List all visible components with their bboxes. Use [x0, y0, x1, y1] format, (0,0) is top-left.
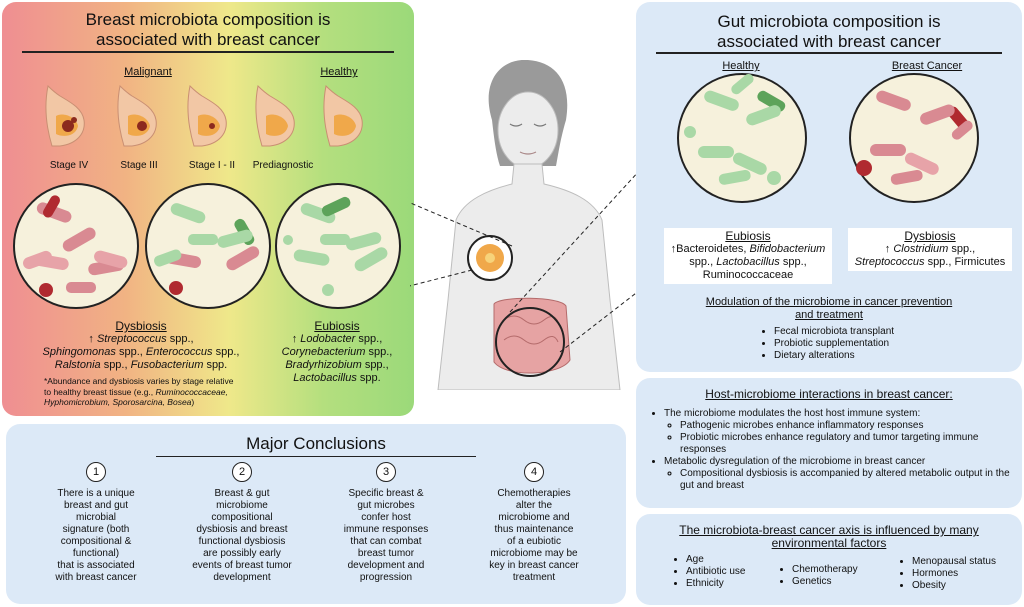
host-microbiome-panel: Host-microbiome interactions in breast c… — [636, 378, 1022, 508]
gut-bacteria-views — [677, 73, 979, 203]
gut-healthy-circle — [677, 73, 807, 203]
gut-callout — [495, 307, 565, 377]
gut-connector-lower — [559, 289, 640, 353]
breast-illustrations — [45, 84, 363, 147]
modulation-item: Dietary alterations — [774, 350, 994, 362]
intestine-icon — [493, 297, 571, 374]
stage-label-1: Stage IV — [49, 160, 89, 171]
host-subitem: Pathogenic microbes enhance inflammatory… — [680, 420, 1024, 432]
dysbiosis-circle-2 — [145, 183, 271, 309]
env-factor: Obesity — [912, 580, 1024, 592]
breast-dysbiosis-text: Dysbiosis ↑ Streptococcus spp., Sphingom… — [42, 319, 240, 372]
torso-shape — [437, 163, 621, 390]
healthy-label: Healthy — [320, 66, 358, 78]
head-shape — [497, 91, 559, 169]
env-factor: Chemotherapy — [792, 564, 902, 576]
gut-microbiota-panel: Gut microbiota composition is associated… — [636, 2, 1022, 372]
env-panel-title: The microbiota-breast cancer axis is inf… — [679, 523, 979, 550]
human-body-illustration — [410, 60, 640, 390]
host-item-metabolic: Metabolic dysregulation of the microbiom… — [664, 456, 1024, 492]
breast-stage1-2-icon — [187, 84, 227, 147]
env-factor: Age — [686, 554, 796, 566]
modulation-item: Probiotic supplementation — [774, 338, 994, 350]
host-subitem: Compositional dysbiosis is accompanied b… — [680, 468, 1024, 492]
stage-label-4: Prediagnostic — [252, 160, 314, 171]
environmental-factors-panel: The microbiota-breast cancer axis is inf… — [636, 514, 1022, 605]
conclusion-number-badge: 2 — [232, 462, 252, 482]
stage-label-2: Stage III — [120, 160, 158, 171]
mouth — [519, 151, 537, 155]
env-factor: Ethnicity — [686, 578, 796, 590]
breast-connector-upper — [410, 202, 513, 247]
env-factor: Genetics — [792, 576, 902, 588]
env-factor: Menopausal status — [912, 556, 1024, 568]
gut-cancer-circle — [849, 73, 979, 203]
breast-stage4-icon — [45, 84, 85, 147]
conclusions-title-rule — [156, 456, 476, 457]
breast-panel-title: Breast microbiota composition is associa… — [85, 10, 331, 49]
breast-title-rule — [22, 51, 394, 53]
gut-panel-title: Gut microbiota composition is associated… — [717, 12, 941, 51]
gut-healthy-label: Healthy — [722, 60, 760, 72]
env-factors-col2: Chemotherapy Genetics — [778, 564, 902, 588]
breast-stage3-icon — [117, 84, 157, 147]
conclusion-number-badge: 3 — [376, 462, 396, 482]
host-interaction-list: The microbiome modulates the host host i… — [650, 408, 1024, 492]
breast-bacteria-views — [13, 183, 401, 309]
gut-title-rule — [656, 52, 1002, 54]
conclusion-number-badge: 4 — [524, 462, 544, 482]
breast-healthy-icon — [323, 84, 363, 147]
breast-microbiota-panel: Breast microbiota composition is associa… — [2, 2, 414, 416]
env-factors-col3: Menopausal status Hormones Obesity — [898, 556, 1024, 592]
conclusion-number-badge: 1 — [86, 462, 106, 482]
host-subitem: Probiotic microbes enhance regulatory an… — [680, 432, 1024, 456]
breast-footnote: *Abundance and dysbiosis varies by stage… — [44, 376, 234, 407]
host-item-immune: The microbiome modulates the host host i… — [664, 408, 1024, 456]
conclusion-item-3: 3 Specific breast &gut microbes confer h… — [322, 462, 450, 584]
dysbiosis-circle-1 — [13, 183, 139, 309]
env-factor: Antibiotic use — [686, 566, 796, 578]
conclusions-title: Major Conclusions — [246, 434, 386, 453]
env-factors-col1: Age Antibiotic use Ethnicity — [672, 554, 796, 590]
modulation-item: Fecal microbiota transplant — [774, 326, 994, 338]
gut-dysbiosis-box: Dysbiosis ↑ Clostridium spp., Streptococ… — [848, 228, 1012, 271]
closed-eyes — [509, 123, 547, 127]
stage-label-3: Stage I - II — [188, 160, 236, 171]
env-factor: Hormones — [912, 568, 1024, 580]
modulation-title: Modulation of the microbiome in cancer p… — [705, 296, 953, 321]
malignant-label: Malignant — [124, 66, 172, 78]
host-panel-title: Host-microbiome interactions in breast c… — [705, 387, 953, 401]
breast-eubiosis-text: Eubiosis ↑ Lodobacter spp., Corynebacter… — [281, 319, 393, 385]
breast-prediagnostic-icon — [255, 84, 295, 147]
eubiosis-circle — [275, 183, 401, 309]
gut-eubiosis-box: Eubiosis ↑Bacteroidetes, Bifidobacterium… — [664, 228, 832, 284]
gut-cancer-label: Breast Cancer — [891, 60, 963, 72]
modulation-list: Fecal microbiota transplant Probiotic su… — [760, 326, 994, 362]
